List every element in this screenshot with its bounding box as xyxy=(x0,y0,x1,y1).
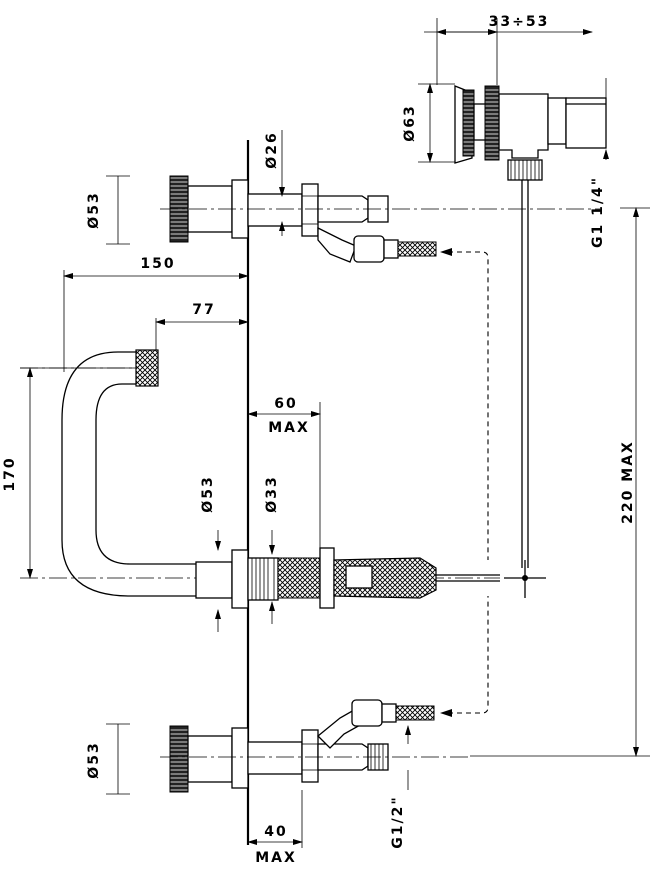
dim-150: 150 xyxy=(140,256,175,272)
flush-valve xyxy=(418,18,650,757)
dim-o53-mid: Ø53 xyxy=(200,475,216,512)
dim-60-max: MAX xyxy=(268,420,310,436)
dim-60: 60 xyxy=(274,396,297,412)
dim-o53-bot: Ø53 xyxy=(86,741,102,778)
top-handle xyxy=(106,130,600,560)
dim-o63: Ø63 xyxy=(402,104,418,141)
dim-220-max: 220 MAX xyxy=(620,440,636,524)
dim-o33: Ø33 xyxy=(264,475,280,512)
dim-g1-2: G1/2" xyxy=(390,795,406,848)
dim-40: 40 xyxy=(264,824,287,840)
dim-77: 77 xyxy=(192,302,215,318)
dim-o26: Ø26 xyxy=(264,131,280,168)
dim-o53-top: Ø53 xyxy=(86,191,102,228)
dim-g1-1-4: G1 1/4" xyxy=(590,176,606,248)
bottom-handle xyxy=(106,596,489,848)
dim-170: 170 xyxy=(2,456,18,491)
dim-40-max: MAX xyxy=(255,850,297,866)
spout xyxy=(20,270,546,632)
dim-33-53: 33÷53 xyxy=(489,14,550,30)
